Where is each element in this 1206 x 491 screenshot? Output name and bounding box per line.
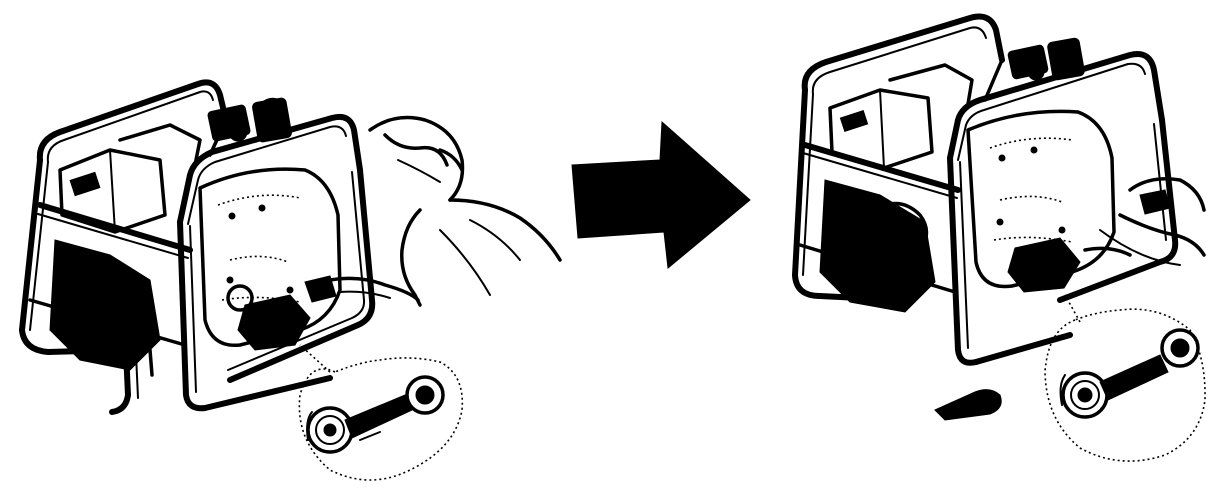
engine-left	[50, 97, 292, 412]
pump-housing-left	[200, 169, 340, 350]
hand-wrench-left-icon	[305, 118, 560, 305]
right-arrow-icon	[572, 122, 750, 268]
pump-housing-right	[968, 111, 1114, 292]
drain-plug-detail-right-icon	[1045, 295, 1205, 461]
generator-left-icon	[22, 82, 560, 480]
drain-plug-detail-left-icon	[299, 345, 462, 480]
removed-plug-icon	[935, 390, 1001, 420]
generator-right-icon	[795, 17, 1205, 462]
